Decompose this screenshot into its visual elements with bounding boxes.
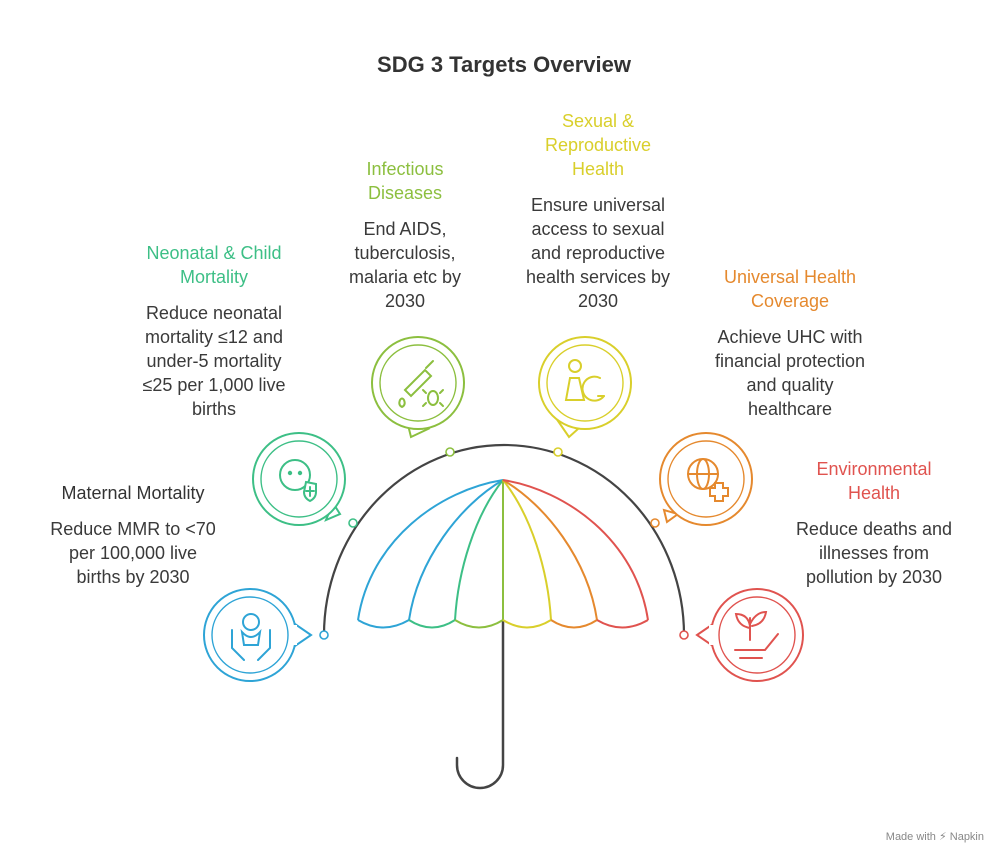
dropper-bug-icon [371, 336, 465, 439]
umbrella-shaft [455, 620, 505, 790]
target-heading: Maternal Mortality [61, 483, 205, 503]
pregnant-woman-icon [538, 336, 632, 439]
target-description: Reduce neonatal mortality ≤12 and under-… [142, 303, 286, 419]
target-description: Achieve UHC with financial protection an… [714, 327, 866, 419]
plant-hand-icon [695, 588, 804, 682]
target-infectious-diseases: Infectious Diseases End AIDS, tuberculos… [335, 157, 475, 313]
target-maternal-mortality: Maternal Mortality Reduce MMR to <70 per… [42, 481, 224, 589]
target-neonatal-child-mortality: Neonatal & Child Mortality Reduce neonat… [126, 241, 302, 421]
target-description: Reduce MMR to <70 per 100,000 live birth… [50, 519, 216, 587]
target-description: Ensure universal access to sexual and re… [525, 195, 671, 311]
page-title: SDG 3 Targets Overview [377, 52, 631, 77]
umbrella-outer-arc [322, 443, 686, 636]
child-shield-icon [252, 432, 346, 526]
baby-hands-icon [203, 588, 313, 682]
target-description: Reduce deaths and illnesses from polluti… [795, 519, 953, 587]
target-description: End AIDS, tuberculosis, malaria etc by 2… [348, 219, 462, 311]
target-heading: Neonatal & Child Mortality [146, 243, 282, 287]
target-heading: Sexual & Reproductive Health [544, 111, 652, 179]
target-universal-health-coverage: Universal Health Coverage Achieve UHC wi… [695, 265, 885, 421]
globe-plus-icon [659, 432, 753, 526]
target-sexual-reproductive-health: Sexual & Reproductive Health Ensure univ… [508, 109, 688, 313]
target-heading: Universal Health Coverage [723, 267, 857, 311]
target-heading: Infectious Diseases [366, 159, 444, 203]
target-environmental-health: Environmental Health Reduce deaths and i… [783, 457, 965, 589]
napkin-watermark: Made with ⚡ Napkin [885, 831, 984, 843]
target-heading: Environmental Health [816, 459, 932, 503]
